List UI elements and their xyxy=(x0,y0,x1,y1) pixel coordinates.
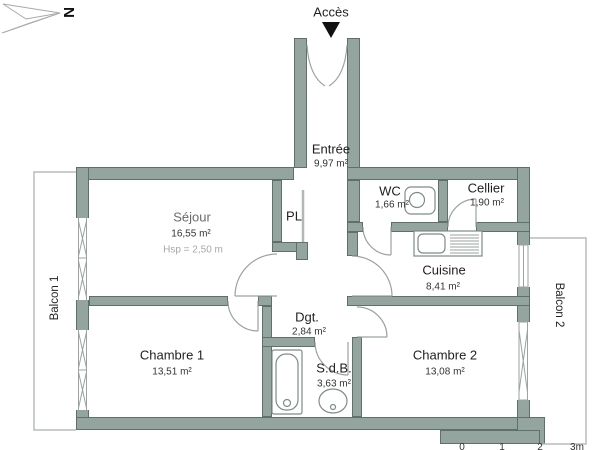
room-label-cellier: Cellier xyxy=(467,180,505,196)
scale-tick-2: 2 xyxy=(537,442,543,450)
room-label-chambre2: Chambre 2 xyxy=(412,347,478,363)
wall-cuisine-left xyxy=(347,232,358,256)
wall-wc-left xyxy=(347,180,360,222)
wall-wc-cellier-divider xyxy=(438,180,448,222)
wall-chambre1-right xyxy=(262,306,272,417)
wall-left xyxy=(76,167,89,430)
entry-door-icon xyxy=(306,44,348,87)
sejour-door-icon xyxy=(234,253,278,297)
wall-cuisine-chambre2 xyxy=(347,296,530,306)
wall-wc-bottom-b xyxy=(391,222,448,232)
room-area-entree: 9,97 m² xyxy=(314,158,348,170)
room-area-chambre1: 13,51 m² xyxy=(152,366,192,378)
svg-text:N: N xyxy=(60,7,77,18)
chambre2-door-icon xyxy=(356,306,388,338)
room-label-chambre1: Chambre 1 xyxy=(139,347,205,363)
room-area-cellier: 1,90 m² xyxy=(470,197,504,209)
room-ceiling-height-sejour: Hsp = 2,50 m xyxy=(163,244,223,256)
access-label: Accès xyxy=(313,4,349,20)
wall-sejour-chambre1-b xyxy=(258,296,272,306)
room-area-sdb: 3,63 m² xyxy=(317,378,351,390)
bathtub-icon xyxy=(271,349,303,415)
room-area-sejour: 16,55 m² xyxy=(171,228,211,240)
room-area-cuisine: 8,41 m² xyxy=(426,281,460,293)
scale-tick-0: 0 xyxy=(459,442,465,450)
room-area-chambre2: 13,08 m² xyxy=(425,366,465,378)
room-label-balcon1: Balcon 1 xyxy=(49,275,61,321)
room-area-degagement: 2,84 m² xyxy=(292,326,326,338)
wall-sdb-top xyxy=(262,337,315,347)
washbasin-icon xyxy=(318,388,348,414)
north-arrow-icon: N xyxy=(1,3,77,34)
chambre1-door-icon xyxy=(227,300,259,332)
wall-sejour-chambre1-a xyxy=(89,296,228,306)
room-label-cuisine: Cuisine xyxy=(422,262,466,278)
wall-placard-block xyxy=(296,242,308,260)
wc-door-icon xyxy=(362,226,392,256)
cuisine-door-icon xyxy=(351,255,393,297)
scale-tick-3: 3m xyxy=(570,442,584,450)
access-arrow-icon xyxy=(322,22,340,38)
sink-with-drainboard-icon xyxy=(413,230,483,257)
room-label-entree: Entrée xyxy=(311,141,351,157)
room-label-wc: WC xyxy=(379,183,401,199)
wall-entry-corridor-left xyxy=(294,38,307,168)
wall-bottom xyxy=(76,417,530,430)
room-label-placard: PL xyxy=(286,208,302,224)
balcony2-railing xyxy=(530,237,587,445)
room-label-balcon2: Balcon 2 xyxy=(553,282,565,328)
wall-sdb-right xyxy=(352,337,362,417)
wall-entry-corridor-right xyxy=(347,38,360,168)
wall-top-left xyxy=(76,167,294,180)
wall-balcony2-bottom xyxy=(440,430,540,444)
wall-top-right xyxy=(347,167,530,180)
room-area-wc: 1,66 m² xyxy=(375,199,409,211)
toilet-icon xyxy=(404,186,436,215)
room-label-sejour: Séjour xyxy=(173,209,211,225)
wall-cellier-bottom xyxy=(476,222,530,232)
scale-tick-1: 1 xyxy=(499,442,505,450)
wall-sejour-right xyxy=(272,180,282,242)
room-label-degagement: Dgt. xyxy=(295,309,319,325)
wall-wc-bottom-a xyxy=(347,222,363,232)
room-label-sdb: S.d.B. xyxy=(316,360,352,376)
